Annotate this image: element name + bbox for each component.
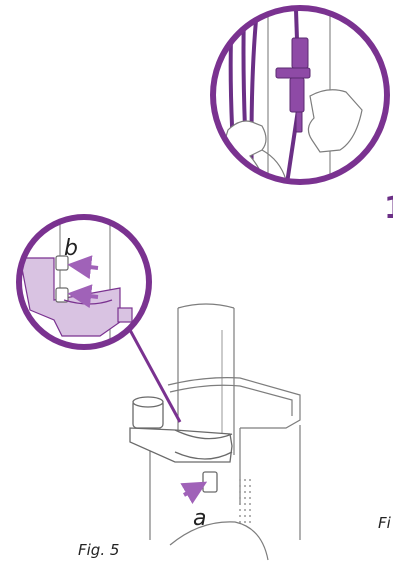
figure-caption-cut: Fi bbox=[378, 514, 391, 532]
vent-dots bbox=[239, 479, 251, 523]
callout-b: b bbox=[64, 236, 78, 261]
tank-body bbox=[150, 405, 300, 540]
clip-tab-b-lower bbox=[56, 288, 68, 302]
arrow-a bbox=[184, 484, 203, 495]
figure-caption: Fig. 5 bbox=[78, 541, 119, 559]
clamp bbox=[130, 397, 232, 492]
callout-a: a bbox=[193, 506, 206, 531]
detail-circle-top bbox=[210, 8, 387, 190]
clip-tab-a bbox=[203, 472, 217, 492]
fig-number-cut: 1 bbox=[384, 191, 393, 226]
detail-circle-left bbox=[19, 210, 149, 360]
